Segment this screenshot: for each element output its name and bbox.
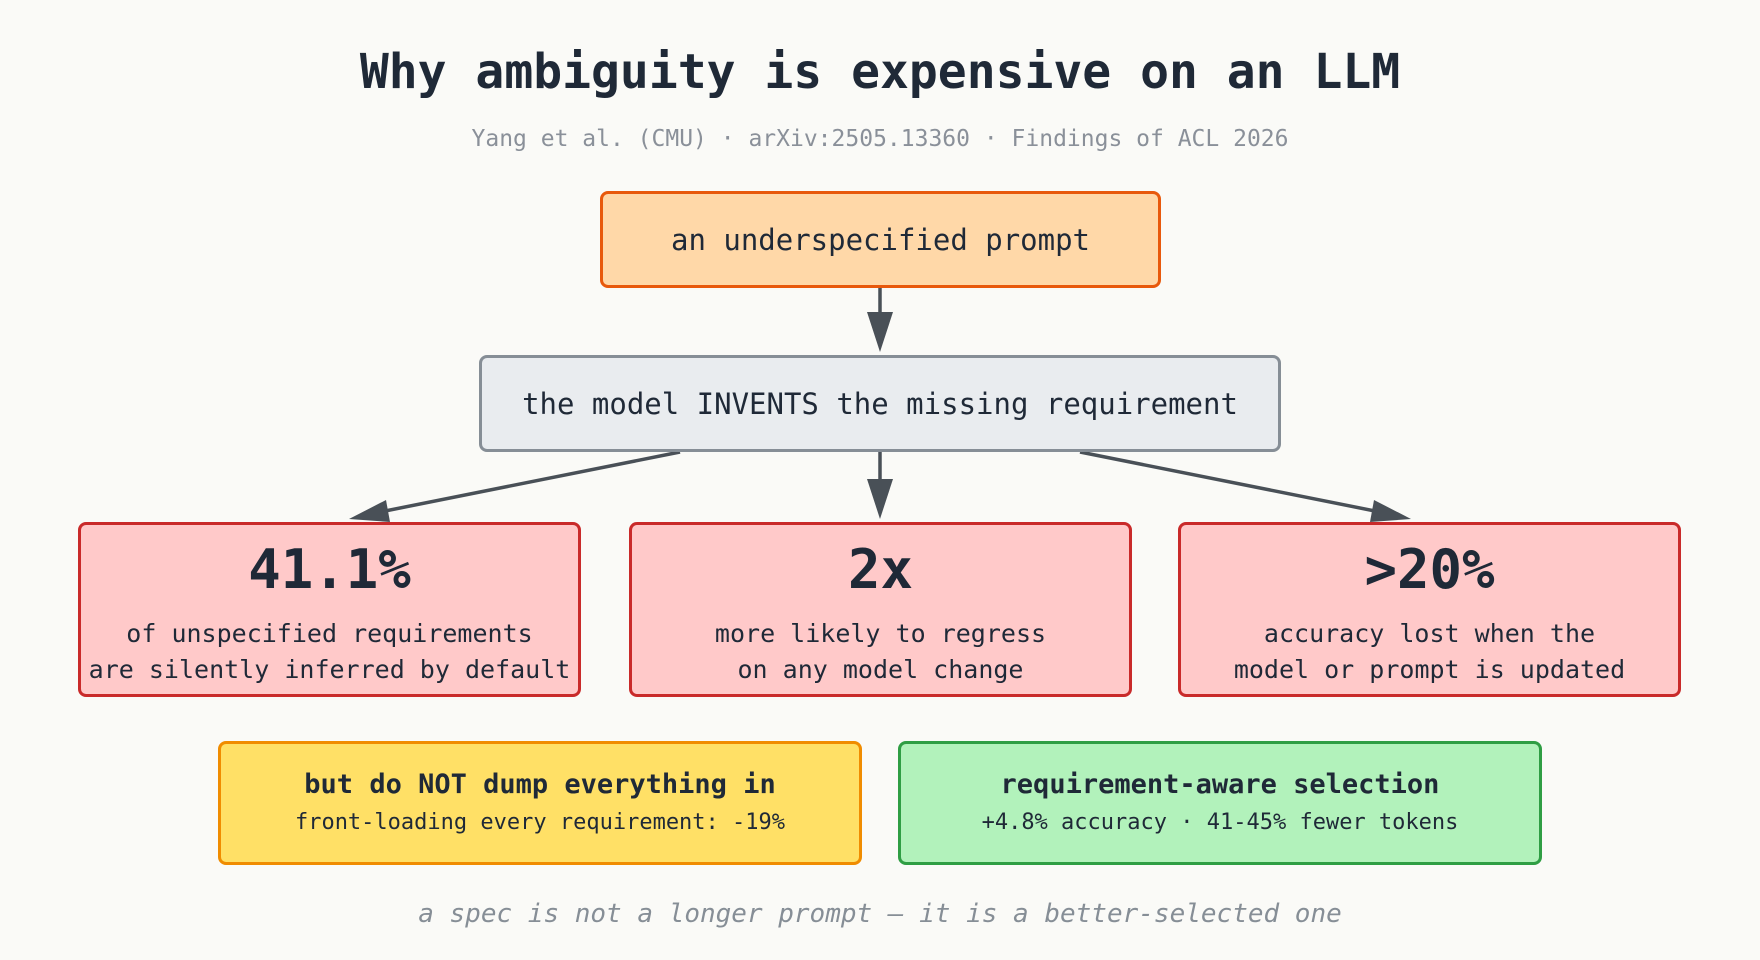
- model-label: the model INVENTS the missing requiremen…: [522, 386, 1238, 421]
- arrow-model-to-stat-left: [384, 450, 681, 513]
- arrow-model-to-stat-right: [1079, 450, 1376, 513]
- stat-description-line: on any model change: [737, 654, 1024, 684]
- prompt-label: an underspecified prompt: [670, 222, 1091, 257]
- arrowhead-prompt-to-model: [867, 312, 893, 352]
- warning-note-box: but do NOT dump everything in front-load…: [218, 741, 862, 865]
- warning-note-text: front-loading every requirement: -19%: [294, 810, 786, 835]
- solution-note-text: +4.8% accuracy · 41-45% fewer tokens: [981, 810, 1459, 835]
- solution-note-box: requirement-aware selection +4.8% accura…: [898, 741, 1542, 865]
- arrowhead-model-to-stat-center: [867, 479, 893, 519]
- stat-value: 2x: [847, 537, 914, 601]
- citation-subtitle: Yang et al. (CMU) · arXiv:2505.13360 · F…: [471, 126, 1289, 152]
- arrowhead-model-to-stat-left: [349, 500, 390, 522]
- stat-card-accuracy-lost: >20% accuracy lost when the model or pro…: [1178, 522, 1681, 697]
- arrowhead-model-to-stat-right: [1370, 500, 1411, 522]
- stat-card-inferred: 41.1% of unspecified requirements are si…: [78, 522, 581, 697]
- underspecified-prompt-box: an underspecified prompt: [600, 191, 1161, 288]
- page-title: Why ambiguity is expensive on an LLM: [359, 44, 1401, 100]
- stat-value: >20%: [1364, 537, 1495, 601]
- stat-description-line: model or prompt is updated: [1233, 654, 1626, 684]
- stat-description-line: are silently inferred by default: [88, 654, 571, 684]
- stat-value: 41.1%: [248, 537, 411, 601]
- stat-card-regress: 2x more likely to regress on any model c…: [629, 522, 1132, 697]
- warning-note-title: but do NOT dump everything in: [304, 769, 776, 800]
- solution-note-title: requirement-aware selection: [1000, 769, 1440, 800]
- stat-description-line: accuracy lost when the: [1263, 618, 1596, 648]
- stat-description-line: of unspecified requirements: [126, 618, 533, 648]
- footer-tagline: a spec is not a longer prompt — it is a …: [418, 899, 1342, 929]
- stat-description-line: more likely to regress: [714, 618, 1047, 648]
- model-invents-box: the model INVENTS the missing requiremen…: [479, 355, 1281, 452]
